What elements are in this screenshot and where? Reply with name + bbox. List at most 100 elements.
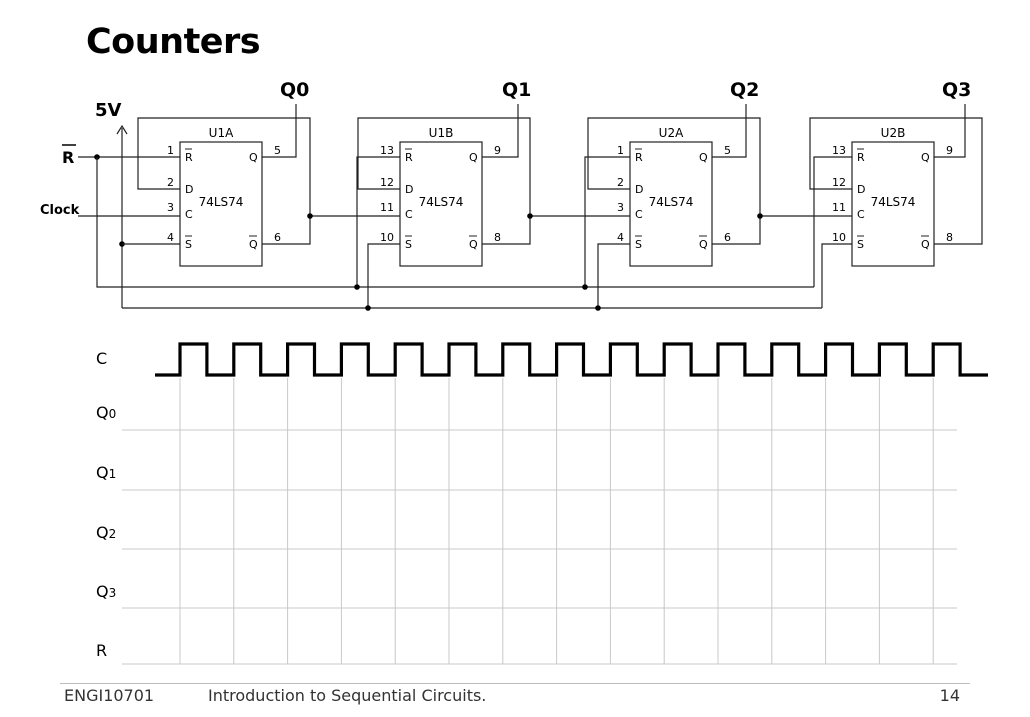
footer-topic: Introduction to Sequential Circuits. bbox=[208, 686, 487, 705]
chips-layer: U1A74LS74RDCSQQ123456Q0U1B74LS74RDCSQQ13… bbox=[167, 79, 971, 267]
clock-waveform bbox=[155, 342, 988, 377]
pin-name-s: S bbox=[857, 238, 864, 251]
pin-name-q: Q bbox=[699, 151, 708, 164]
pin-number-c: 3 bbox=[617, 201, 624, 214]
footer-page-number: 14 bbox=[939, 686, 960, 705]
pin-number-r: 1 bbox=[167, 144, 174, 157]
chip-body bbox=[399, 141, 483, 267]
pin-name-s: S bbox=[185, 238, 192, 251]
pin-name-c: C bbox=[635, 208, 643, 221]
pin-number-c: 11 bbox=[380, 201, 394, 214]
signal-label-c: C bbox=[96, 349, 107, 368]
chip-part-number: 74LS74 bbox=[419, 195, 464, 209]
pin-number-c: 11 bbox=[832, 201, 846, 214]
junction-dot bbox=[307, 213, 313, 219]
slide-title: Counters bbox=[86, 22, 261, 62]
pin-name-d: D bbox=[857, 183, 865, 196]
pin-number-qn: 6 bbox=[274, 231, 281, 244]
chip-name: U2B bbox=[881, 126, 906, 140]
output-label-q3: Q3 bbox=[942, 79, 971, 101]
footer-course: ENGI10701 bbox=[64, 686, 155, 705]
supply-label: 5V bbox=[95, 100, 122, 121]
set-branch-wire bbox=[367, 243, 400, 308]
pin-name-s: S bbox=[405, 238, 412, 251]
pin-number-r: 13 bbox=[380, 144, 394, 157]
pin-number-s: 4 bbox=[617, 231, 624, 244]
pin-number-c: 3 bbox=[167, 201, 174, 214]
set-branch-wire bbox=[821, 243, 852, 308]
supply-arrow-icon bbox=[116, 124, 128, 308]
pin-number-r: 13 bbox=[832, 144, 846, 157]
pin-name-r: R bbox=[857, 151, 865, 164]
chip-name: U2A bbox=[659, 126, 684, 140]
q-output-wire bbox=[712, 104, 747, 158]
output-label-q0: Q0 bbox=[280, 79, 309, 101]
junction-dot bbox=[527, 213, 533, 219]
footer-divider bbox=[60, 683, 970, 684]
pin-name-d: D bbox=[635, 183, 643, 196]
pin-number-d: 12 bbox=[832, 176, 846, 189]
wires-layer bbox=[78, 104, 983, 311]
qn-to-d-feedback-wire bbox=[809, 117, 983, 245]
junction-dot bbox=[354, 284, 360, 290]
pin-number-qn: 8 bbox=[946, 231, 953, 244]
chip-part-number: 74LS74 bbox=[871, 195, 916, 209]
reset-bus-wire bbox=[96, 157, 814, 288]
signal-label-q1: Q1 bbox=[96, 463, 116, 482]
pin-number-s: 10 bbox=[832, 231, 846, 244]
qn-to-d-feedback-wire bbox=[357, 117, 531, 245]
junction-dot bbox=[365, 305, 371, 311]
pin-name-r: R bbox=[635, 151, 643, 164]
pin-number-q: 5 bbox=[274, 144, 281, 157]
pin-name-qn: Q bbox=[249, 238, 258, 251]
pin-name-s: S bbox=[635, 238, 642, 251]
qn-to-d-feedback-wire bbox=[137, 117, 311, 245]
pin-name-qn: Q bbox=[921, 238, 930, 251]
chip-name: U1B bbox=[429, 126, 454, 140]
reset-branch-wire bbox=[813, 156, 852, 287]
pin-name-qn: Q bbox=[699, 238, 708, 251]
junction-dot bbox=[757, 213, 763, 219]
pin-number-d: 12 bbox=[380, 176, 394, 189]
counter-schematic: 5V R Clock U1A74LS74RDCSQQ123456Q0U1B74L… bbox=[40, 79, 983, 311]
pin-number-d: 2 bbox=[167, 176, 174, 189]
pin-number-q: 5 bbox=[724, 144, 731, 157]
timing-grid bbox=[122, 378, 957, 665]
chip-part-number: 74LS74 bbox=[199, 195, 244, 209]
chip-body bbox=[851, 141, 935, 267]
q-output-wire bbox=[262, 104, 297, 158]
pin-number-r: 1 bbox=[617, 144, 624, 157]
q-output-wire bbox=[934, 104, 966, 158]
chip-part-number: 74LS74 bbox=[649, 195, 694, 209]
pin-name-c: C bbox=[405, 208, 413, 221]
q-output-wire bbox=[482, 104, 519, 158]
chip-name: U1A bbox=[209, 126, 234, 140]
pin-name-q: Q bbox=[249, 151, 258, 164]
junction-dot bbox=[595, 305, 601, 311]
qn-to-d-feedback-wire bbox=[587, 117, 761, 245]
pin-name-q: Q bbox=[921, 151, 930, 164]
pin-name-d: D bbox=[185, 183, 193, 196]
pin-name-c: C bbox=[185, 208, 193, 221]
pin-number-s: 4 bbox=[167, 231, 174, 244]
output-label-q1: Q1 bbox=[502, 79, 531, 101]
pin-name-r: R bbox=[405, 151, 413, 164]
signal-label-r: R bbox=[96, 641, 107, 660]
chip-body bbox=[629, 141, 713, 267]
pin-name-c: C bbox=[857, 208, 865, 221]
clock-label: Clock bbox=[40, 203, 80, 218]
pin-number-s: 10 bbox=[380, 231, 394, 244]
pin-number-q: 9 bbox=[494, 144, 501, 157]
junction-dot bbox=[582, 284, 588, 290]
reset-branch-wire bbox=[584, 156, 630, 287]
output-label-q2: Q2 bbox=[730, 79, 759, 101]
reset-label: R bbox=[62, 148, 74, 167]
pin-name-q: Q bbox=[469, 151, 478, 164]
pin-name-qn: Q bbox=[469, 238, 478, 251]
